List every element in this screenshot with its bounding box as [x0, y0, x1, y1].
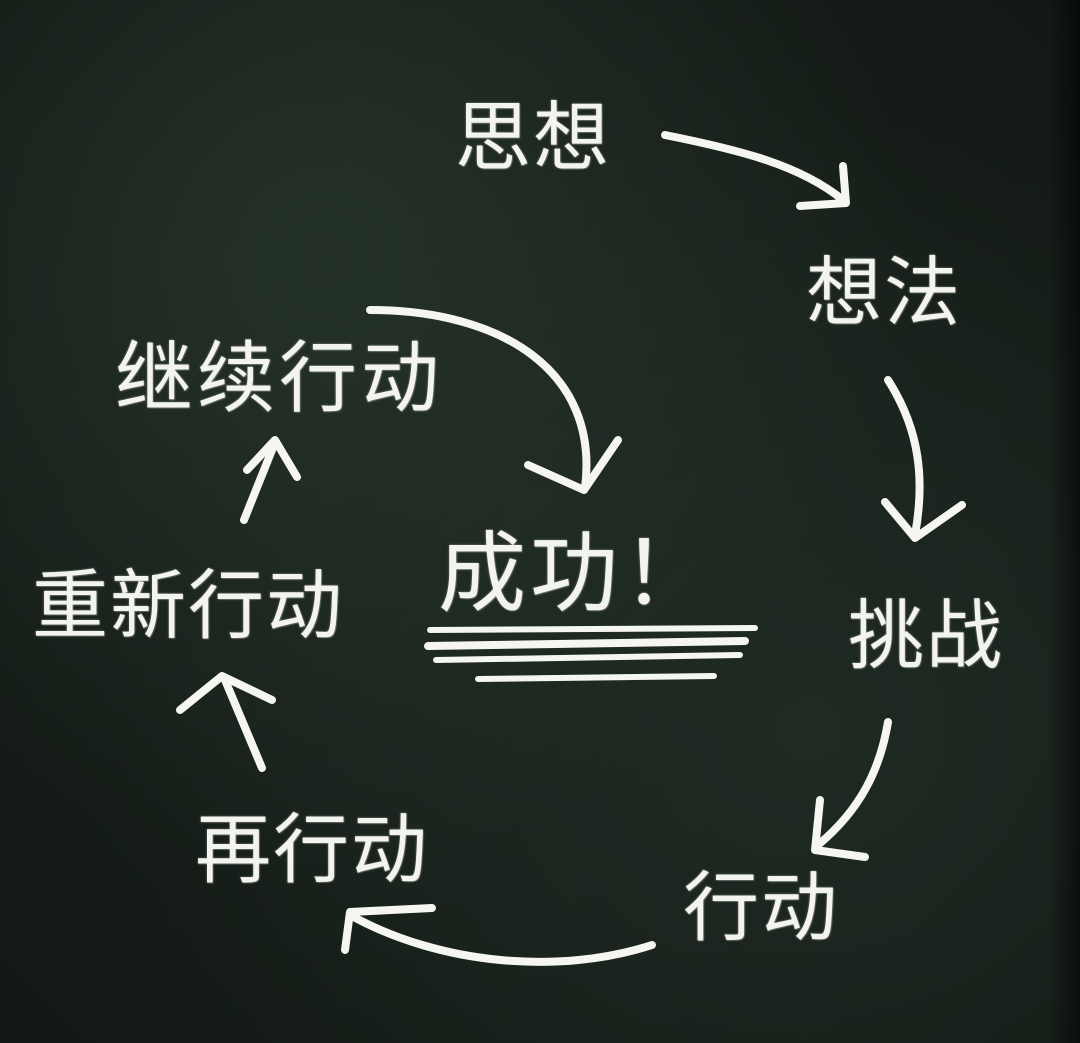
arrow-tiaozhan-to-xingdong — [811, 718, 892, 861]
success-underline — [424, 625, 758, 682]
node-tiaozhan: 挑战 — [848, 591, 1004, 680]
arrow-xiangfa-to-tiaozhan — [881, 376, 966, 542]
node-sixiang: 思想 — [455, 93, 611, 182]
node-chongxin-xingdong: 重新行动 — [32, 561, 344, 650]
node-xingdong: 行动 — [683, 863, 839, 952]
arrow-xingdong-to-zai — [341, 904, 656, 966]
arrow-zai-to-chongxin — [176, 672, 276, 772]
arrow-jixu-to-success — [366, 306, 622, 494]
node-success: 成功！ — [438, 522, 715, 625]
arrow-sixiang-to-xiangfa — [661, 131, 850, 210]
node-zai-xingdong: 再行动 — [195, 805, 429, 894]
node-jixu-xingdong: 继续行动 — [115, 334, 444, 424]
arrow-chongxin-to-jixu — [240, 436, 301, 524]
node-xiangfa: 想法 — [806, 248, 962, 337]
